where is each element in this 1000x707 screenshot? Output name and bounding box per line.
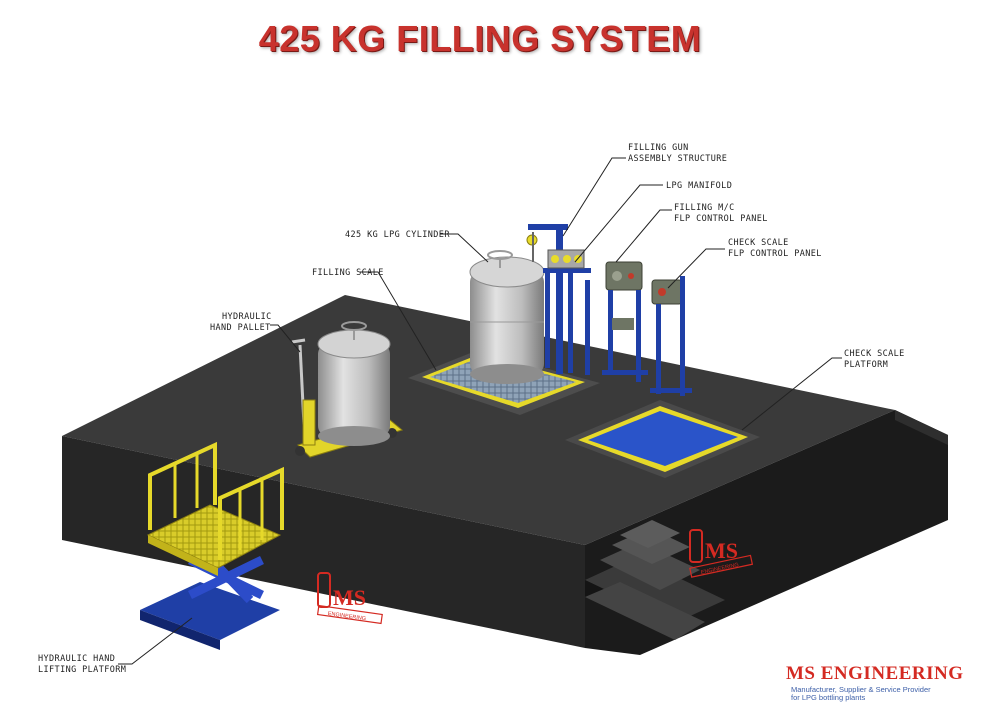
label-filling-gun-line1: FILLING GUN (628, 143, 689, 153)
svg-text:ENGINEERING: ENGINEERING (327, 611, 366, 622)
check-scale-platform (565, 400, 760, 478)
small-lpg-cylinder (317, 321, 391, 446)
footer-brand: MS ENGINEERING (786, 663, 964, 684)
ms-logo-left: MS ENGINEERING (316, 572, 383, 625)
lpg-cylinder-425kg (469, 250, 545, 384)
footer-tagline-line2: for LPG bottling plants (791, 693, 866, 702)
label-lifting-platform-line2: LIFTING PLATFORM (38, 665, 126, 675)
label-lpg-cylinder: 425 KG LPG CYLINDER (345, 230, 450, 240)
label-filling-mc-line1: FILLING M/C (674, 203, 735, 213)
label-check-scale-panel-line2: FLP CONTROL PANEL (728, 249, 822, 259)
filling-gun-structure (526, 224, 591, 375)
footer-tagline-line1: Manufacturer, Supplier & Service Provide… (791, 685, 931, 694)
label-lifting-platform-line1: HYDRAULIC HAND (38, 654, 115, 664)
label-check-scale-panel-line1: CHECK SCALE (728, 238, 789, 248)
leader-lines (118, 157, 842, 665)
check-scale-control-panel (650, 276, 692, 396)
label-check-scale-platform-line1: CHECK SCALE (844, 349, 905, 359)
diagram-title: 425 KG FILLING SYSTEM (258, 18, 702, 59)
label-filling-scale: FILLING SCALE (312, 268, 384, 278)
filling-mc-control-panel (602, 261, 648, 382)
label-filling-mc-line2: FLP CONTROL PANEL (674, 214, 768, 224)
label-hand-pallet-line1: HYDRAULIC (222, 312, 272, 322)
label-filling-gun-line2: ASSEMBLY STRUCTURE (628, 154, 727, 164)
platform-top (62, 295, 895, 545)
platform-left-face (62, 436, 585, 648)
footer-tagline: Manufacturer, Supplier & Service Provide… (791, 686, 981, 702)
hydraulic-lifting-platform (140, 441, 284, 650)
stairs (585, 520, 725, 640)
label-lpg-manifold: LPG MANIFOLD (666, 181, 732, 191)
label-hand-pallet-line2: HAND PALLET (210, 323, 271, 333)
svg-text:MS: MS (333, 585, 366, 610)
label-check-scale-platform-line2: PLATFORM (844, 360, 888, 370)
lpg-manifold (547, 249, 585, 269)
